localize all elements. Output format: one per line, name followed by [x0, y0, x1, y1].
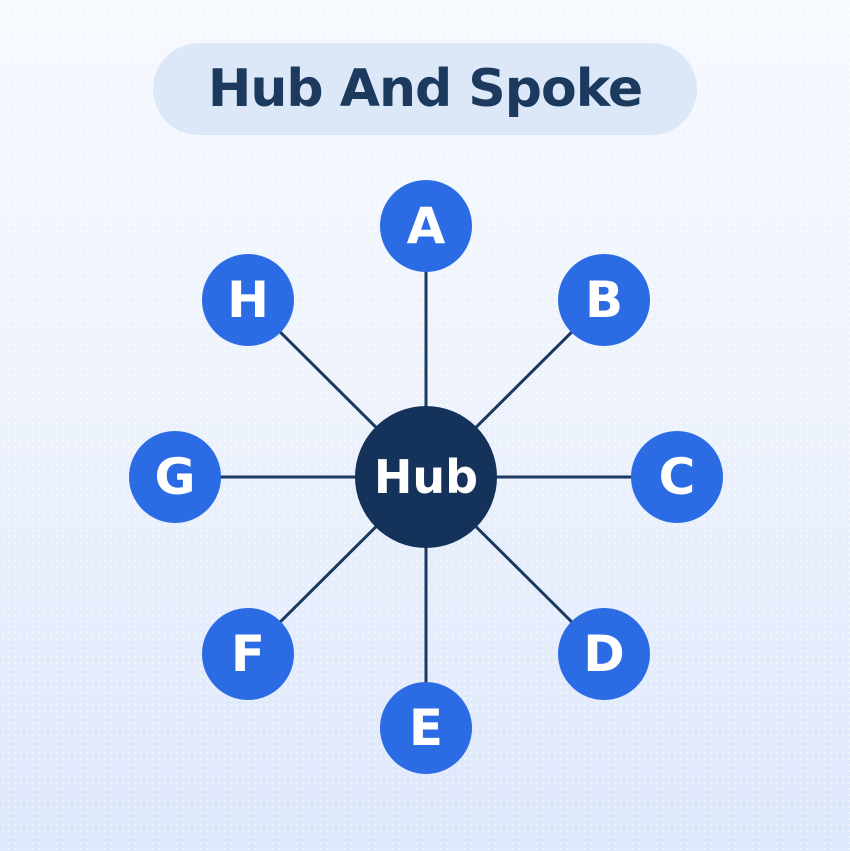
spoke-node-c: C	[631, 431, 723, 523]
spoke-node-c-label: C	[658, 448, 696, 506]
title-pill: Hub And Spoke	[153, 43, 697, 135]
spoke-node-d-label: D	[583, 625, 625, 683]
spoke-node-f-label: F	[230, 625, 266, 683]
spoke-node-e-label: E	[408, 699, 444, 757]
hub-node-label: Hub	[373, 450, 479, 504]
spoke-node-b-label: B	[584, 271, 624, 329]
spoke-node-h-label: H	[227, 271, 269, 329]
spoke-node-g: G	[129, 431, 221, 523]
spoke-node-d: D	[558, 608, 650, 700]
page-title: Hub And Spoke	[207, 59, 643, 119]
hub-node: Hub	[355, 406, 497, 548]
spoke-node-b: B	[558, 254, 650, 346]
spoke-node-a-label: A	[406, 197, 446, 255]
spoke-node-a: A	[380, 180, 472, 272]
spoke-node-e: E	[380, 682, 472, 774]
spoke-node-f: F	[202, 608, 294, 700]
spoke-node-h: H	[202, 254, 294, 346]
spoke-node-g-label: G	[154, 448, 196, 506]
